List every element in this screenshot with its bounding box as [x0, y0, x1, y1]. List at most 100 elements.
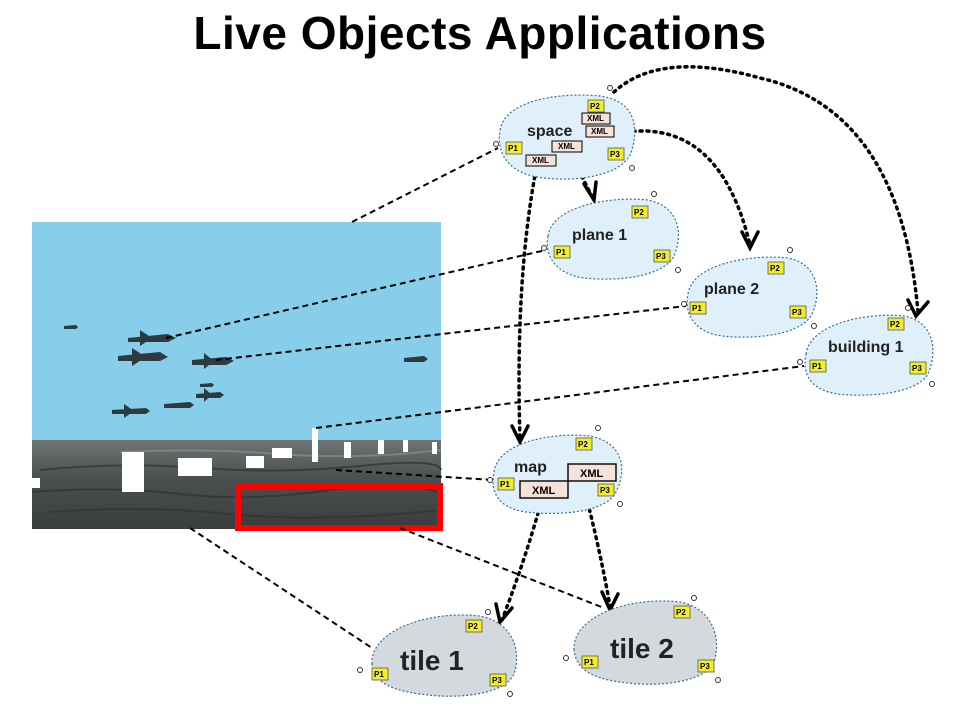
port-label: P2 — [676, 608, 686, 617]
plane-sprite — [112, 404, 150, 418]
plane-sprite — [118, 348, 168, 366]
port-p3: P3 — [909, 361, 927, 375]
edge-map-tile1 — [500, 504, 542, 622]
pin — [905, 305, 911, 311]
port-p1: P1 — [553, 245, 571, 259]
pin — [629, 165, 635, 171]
node-building1-label: building 1 — [828, 339, 904, 356]
pin — [691, 595, 697, 601]
xml-tag: XML — [567, 463, 617, 482]
xml-tag-label: XML — [591, 127, 608, 136]
pin — [493, 141, 499, 147]
port-p3: P3 — [789, 305, 807, 319]
link-scene-tile1 — [189, 527, 373, 649]
building-block — [403, 440, 408, 452]
arrowhead-plane1 — [582, 180, 598, 206]
port-p2: P2 — [767, 261, 785, 275]
xml-tag-label: XML — [587, 114, 604, 123]
port-label: P1 — [508, 144, 518, 153]
port-p2: P2 — [575, 437, 593, 451]
plane-sprite — [128, 330, 176, 346]
building-block — [32, 478, 40, 488]
arrowhead-plane2 — [740, 230, 760, 252]
plane-sprite — [64, 325, 78, 329]
port-label: P1 — [556, 248, 566, 257]
port-label: P2 — [634, 208, 644, 217]
plane-sprite — [200, 383, 214, 387]
node-plane1-shape — [546, 198, 680, 280]
node-plane1: plane 1 P1 P2 P3 — [546, 198, 680, 280]
port-label: P2 — [468, 622, 478, 631]
port-p1: P1 — [371, 667, 389, 681]
port-label: P3 — [600, 486, 610, 495]
pin — [715, 677, 721, 683]
arrowheads — [494, 180, 930, 626]
port-label: P1 — [584, 658, 594, 667]
xml-tag-label: XML — [580, 468, 604, 480]
node-plane2-shape — [686, 256, 818, 338]
port-p2: P2 — [631, 205, 649, 219]
pin — [681, 301, 687, 307]
port-p3: P3 — [697, 659, 715, 673]
pin — [541, 245, 547, 251]
port-p3: P3 — [653, 249, 671, 263]
port-label: P3 — [492, 676, 502, 685]
building-block — [272, 448, 292, 458]
port-label: P2 — [770, 264, 780, 273]
node-building1: building 1 P1 P2 P3 — [804, 314, 934, 396]
building-block — [378, 440, 384, 454]
node-map-label: map — [514, 459, 547, 476]
node-tile1-shape — [371, 614, 518, 697]
node-building1-shape — [804, 314, 934, 396]
node-space-label: space — [527, 123, 572, 140]
pin — [563, 655, 569, 661]
link-scene-map — [335, 469, 495, 481]
xml-tag: XML — [581, 112, 611, 125]
arrowhead-building1 — [906, 298, 930, 320]
port-label: P3 — [792, 308, 802, 317]
port-label: P3 — [700, 662, 710, 671]
pin — [651, 191, 657, 197]
link-scene-tile2 — [399, 527, 605, 609]
node-space: space P1 P2 P3 XML XML XML XML — [498, 94, 636, 180]
port-label: P1 — [692, 304, 702, 313]
scene-buildings — [32, 428, 437, 492]
node-plane2-label: plane 2 — [704, 281, 759, 298]
pin — [811, 323, 817, 329]
port-label: P1 — [500, 480, 510, 489]
plane-sprite — [164, 402, 194, 408]
node-plane1-label: plane 1 — [572, 227, 627, 244]
xml-tag-label: XML — [532, 156, 549, 165]
port-label: P1 — [812, 362, 822, 371]
arrowhead-tile1 — [494, 602, 514, 626]
arrowhead-map — [510, 424, 530, 446]
scene-planes — [64, 325, 428, 418]
pin — [617, 501, 623, 507]
link-scene-space — [351, 147, 499, 223]
node-map: map P1 P2 P3 XML XML — [492, 434, 623, 514]
edge-space-plane2 — [624, 129, 752, 247]
pin — [485, 609, 491, 615]
port-label: P2 — [590, 102, 600, 111]
plane-sprite — [192, 353, 234, 369]
pin — [675, 267, 681, 273]
scene-screenshot — [31, 222, 443, 531]
building-block — [312, 428, 318, 462]
node-tile2-label: tile 2 — [610, 633, 674, 664]
edge-map-tile2 — [584, 494, 612, 608]
port-p1: P1 — [689, 301, 707, 315]
pin — [595, 425, 601, 431]
port-label: P3 — [656, 252, 666, 261]
xml-tag: XML — [551, 140, 583, 153]
node-tile1-label: tile 1 — [400, 645, 464, 676]
port-p1: P1 — [505, 141, 523, 155]
node-tile2-shape — [573, 600, 718, 685]
node-tile1: tile 1 P1 P2 P3 — [371, 614, 518, 697]
xml-tag: XML — [525, 154, 557, 167]
slide-title: Live Objects Applications — [193, 7, 767, 59]
port-label: P3 — [912, 364, 922, 373]
port-p2: P2 — [587, 99, 605, 113]
plane-sprite — [404, 356, 428, 362]
port-label: P1 — [374, 670, 384, 679]
